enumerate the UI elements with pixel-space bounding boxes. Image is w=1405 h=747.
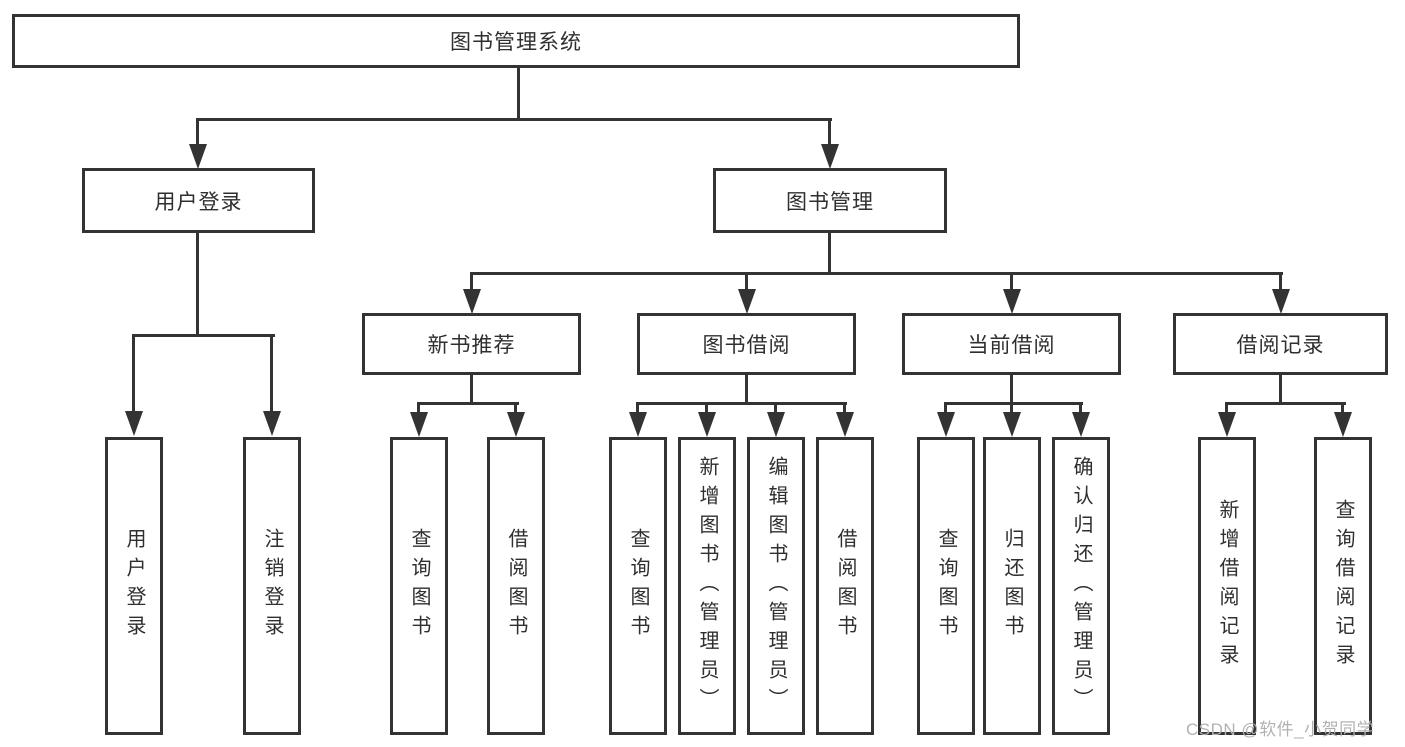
connector-line (132, 334, 135, 414)
arrow-down (937, 412, 955, 437)
connector-line (1010, 402, 1013, 416)
connector-line (636, 402, 639, 416)
connector-line (470, 373, 473, 404)
node-root-label: 图书管理系统 (450, 31, 582, 54)
node-current-borrow-label: 当前借阅 (967, 334, 1056, 357)
leaf-query-book-recommend: 查询图书 (390, 437, 448, 735)
connector-line (1279, 373, 1282, 404)
arrow-down (1003, 289, 1021, 314)
connector-line (196, 118, 832, 121)
node-borrow-record-label: 借阅记录 (1236, 334, 1325, 357)
arrow-down (410, 412, 428, 437)
node-user-login: 用户登录 (82, 168, 315, 233)
connector-line (514, 402, 517, 416)
arrow-down (821, 144, 839, 169)
leaf-confirm-return-admin: 确认归还（管理员） (1052, 437, 1110, 735)
leaf-add-book-admin-label: 新增图书（管理员） (696, 455, 718, 717)
csdn-watermark: CSDN @软件_小贺同学 (1186, 720, 1375, 739)
leaf-return-book-label: 归还图书 (1001, 528, 1023, 644)
connector-line (944, 402, 1083, 405)
leaf-query-book-current-label: 查询图书 (935, 528, 957, 644)
connector-line (745, 272, 748, 292)
connector-line (517, 66, 520, 120)
leaf-borrow-book-label: 借阅图书 (834, 528, 856, 644)
arrow-down (738, 289, 756, 314)
arrow-down (1272, 289, 1290, 314)
connector-line (828, 118, 831, 150)
leaf-user-login-label: 用户登录 (123, 528, 145, 644)
connector-line (944, 402, 947, 416)
leaf-query-book-borrow-label: 查询图书 (627, 528, 649, 644)
connector-line (1341, 402, 1344, 416)
connector-line (1279, 272, 1282, 292)
node-current-borrow: 当前借阅 (902, 313, 1121, 375)
leaf-confirm-return-admin-label: 确认归还（管理员） (1070, 455, 1092, 717)
arrow-down (263, 411, 281, 436)
arrow-down (767, 412, 785, 437)
arrow-down (1003, 412, 1021, 437)
connector-line (417, 402, 519, 405)
connector-line (1225, 402, 1346, 405)
leaf-add-borrow-record-label: 新增借阅记录 (1216, 499, 1238, 673)
node-new-book-recommend: 新书推荐 (362, 313, 581, 375)
node-root: 图书管理系统 (12, 14, 1020, 68)
connector-line (774, 402, 777, 416)
connector-line (828, 231, 831, 275)
leaf-user-login: 用户登录 (105, 437, 163, 735)
arrow-down (507, 412, 525, 437)
arrow-down (189, 144, 207, 169)
arrow-down (1218, 412, 1236, 437)
arrow-down (629, 412, 647, 437)
arrow-down (836, 412, 854, 437)
leaf-logout-label: 注销登录 (261, 528, 283, 644)
connector-line (1010, 373, 1013, 404)
leaf-edit-book-admin: 编辑图书（管理员） (747, 437, 805, 735)
connector-line (417, 402, 420, 416)
arrow-down (698, 412, 716, 437)
connector-line (132, 334, 275, 337)
leaf-query-borrow-record-label: 查询借阅记录 (1332, 499, 1354, 673)
leaf-add-borrow-record: 新增借阅记录 (1198, 437, 1256, 735)
node-user-login-label: 用户登录 (154, 190, 243, 214)
connector-line (1079, 402, 1082, 416)
arrow-down (1334, 412, 1352, 437)
connector-line (745, 373, 748, 404)
node-book-borrow-label: 图书借阅 (702, 334, 791, 357)
connector-line (843, 402, 846, 416)
connector-line (470, 272, 473, 292)
leaf-query-book-current: 查询图书 (917, 437, 975, 735)
node-borrow-record: 借阅记录 (1173, 313, 1388, 375)
connector-line (1225, 402, 1228, 416)
arrow-down (463, 289, 481, 314)
node-book-borrow: 图书借阅 (637, 313, 856, 375)
node-book-management-label: 图书管理 (786, 190, 874, 214)
leaf-add-book-admin: 新增图书（管理员） (678, 437, 736, 735)
connector-line (705, 402, 708, 416)
leaf-logout: 注销登录 (243, 437, 301, 735)
leaf-query-borrow-record: 查询借阅记录 (1314, 437, 1372, 735)
leaf-borrow-book-recommend-label: 借阅图书 (505, 528, 527, 644)
connector-line (196, 118, 199, 150)
connector-line (636, 402, 847, 405)
leaf-query-book-borrow: 查询图书 (609, 437, 667, 735)
leaf-borrow-book-recommend: 借阅图书 (487, 437, 545, 735)
node-new-book-recommend-label: 新书推荐 (427, 334, 516, 357)
node-book-management: 图书管理 (713, 168, 947, 233)
connector-line (1010, 272, 1013, 292)
leaf-edit-book-admin-label: 编辑图书（管理员） (765, 455, 787, 717)
connector-line (470, 272, 1283, 275)
connector-line (196, 231, 199, 337)
connector-line (270, 334, 273, 414)
leaf-query-book-recommend-label: 查询图书 (408, 528, 430, 644)
leaf-borrow-book: 借阅图书 (816, 437, 874, 735)
arrow-down (125, 411, 143, 436)
arrow-down (1072, 412, 1090, 437)
leaf-return-book: 归还图书 (983, 437, 1041, 735)
